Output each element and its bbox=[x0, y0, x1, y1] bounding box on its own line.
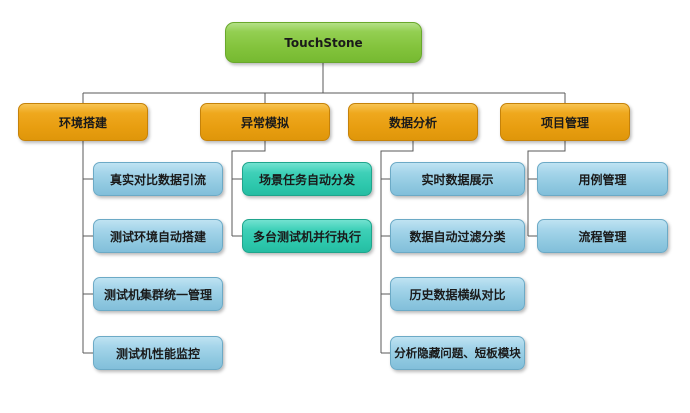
leaf-node: 数据自动过滤分类 bbox=[390, 219, 525, 253]
leaf-node: 历史数据横纵对比 bbox=[390, 277, 525, 311]
leaf-node: 用例管理 bbox=[537, 162, 668, 196]
branch-node-project-management: 项目管理 bbox=[500, 103, 630, 141]
branch-node-data-analysis: 数据分析 bbox=[348, 103, 478, 141]
leaf-node: 场景任务自动分发 bbox=[242, 162, 372, 196]
leaf-node: 真实对比数据引流 bbox=[93, 162, 223, 196]
leaf-node: 测试机集群统一管理 bbox=[93, 277, 223, 311]
leaf-node: 流程管理 bbox=[537, 219, 668, 253]
leaf-node: 分析隐藏问题、短板模块 bbox=[390, 336, 525, 370]
leaf-node: 多台测试机并行执行 bbox=[242, 219, 372, 253]
leaf-node: 实时数据展示 bbox=[390, 162, 525, 196]
leaf-node: 测试机性能监控 bbox=[93, 336, 223, 370]
root-node-touchstone: TouchStone bbox=[225, 22, 422, 63]
branch-node-environment-setup: 环境搭建 bbox=[18, 103, 148, 141]
leaf-node: 测试环境自动搭建 bbox=[93, 219, 223, 253]
branch-node-exception-simulation: 异常模拟 bbox=[200, 103, 330, 141]
